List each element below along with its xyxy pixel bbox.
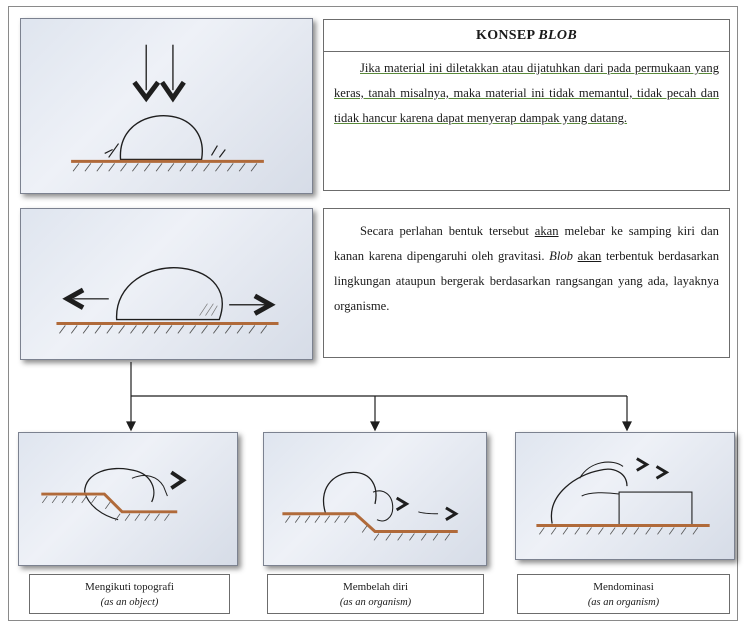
caption-topography-label: Mengikuti topografi xyxy=(30,580,229,595)
sketch-photo-drop xyxy=(20,18,313,194)
caption-dominate-sub: (as an organism) xyxy=(518,595,729,610)
caption-topography: Mengikuti topografi (as an object) xyxy=(29,574,230,614)
sketch-photo-dominate xyxy=(515,432,735,560)
paragraph-2-part1: Secara perlahan bentuk tersebut xyxy=(360,224,535,238)
caption-division-label: Membelah diri xyxy=(268,580,483,595)
blob-behaviour-box: Secara perlahan bentuk tersebut akan mel… xyxy=(323,208,730,358)
sketch-photo-topography xyxy=(18,432,238,566)
paragraph-2-blob: Blob xyxy=(549,249,573,263)
dominate-sketch xyxy=(516,433,734,559)
paragraph-1-text: Jika material ini diletakkan atau dijatu… xyxy=(334,61,719,125)
caption-dominate: Mendominasi (as an organism) xyxy=(517,574,730,614)
blob-drop-sketch xyxy=(21,19,312,193)
caption-topography-sub: (as an object) xyxy=(30,595,229,610)
title-prefix: KONSEP xyxy=(476,28,535,43)
caption-division-sub: (as an organism) xyxy=(268,595,483,610)
concept-title: KONSEP BLOB xyxy=(324,20,729,52)
paragraph-2-akan-1: akan xyxy=(535,224,559,238)
division-sketch xyxy=(264,433,486,565)
blob-spread-sketch xyxy=(21,209,312,359)
caption-division: Membelah diri (as an organism) xyxy=(267,574,484,614)
sketch-photo-spread xyxy=(20,208,313,360)
caption-dominate-label: Mendominasi xyxy=(518,580,729,595)
title-emph: BLOB xyxy=(538,28,577,43)
concept-paragraph-1: Jika material ini diletakkan atau dijatu… xyxy=(334,56,719,131)
paragraph-2-akan-2: akan xyxy=(578,249,602,263)
topography-sketch xyxy=(19,433,237,565)
concept-paragraph-2: Secara perlahan bentuk tersebut akan mel… xyxy=(334,219,719,319)
sketch-photo-division xyxy=(263,432,487,566)
blob-concept-box: KONSEP BLOB Jika material ini diletakkan… xyxy=(323,19,730,191)
